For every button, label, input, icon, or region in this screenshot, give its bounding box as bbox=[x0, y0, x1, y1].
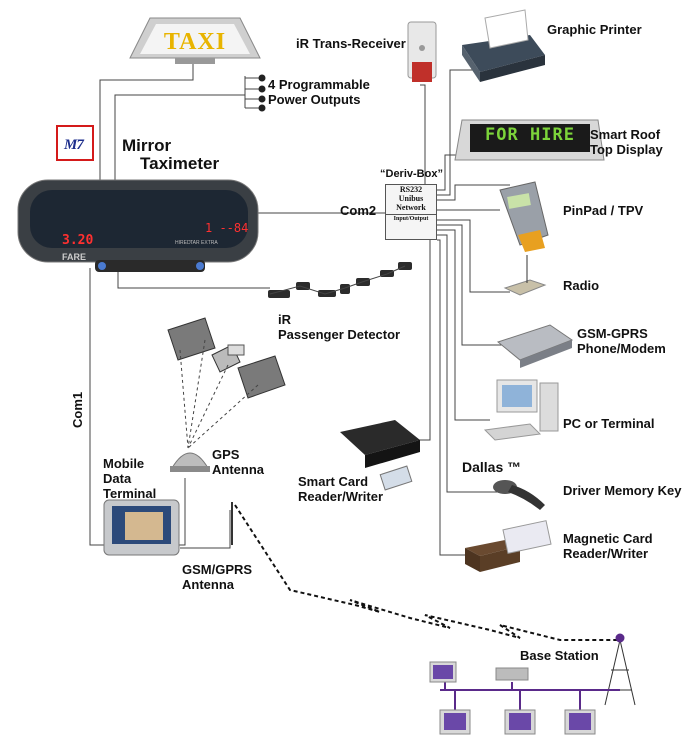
smart-card-label: Smart Card Reader/Writer bbox=[298, 474, 383, 504]
pc-terminal-label: PC or Terminal bbox=[563, 416, 655, 431]
mobile-data-terminal-label: Mobile Data Terminal bbox=[103, 456, 156, 501]
smart-card-reader-icon bbox=[340, 420, 420, 491]
base-station-tower-icon bbox=[604, 633, 636, 706]
smart-roof-line2: Top Display bbox=[590, 142, 663, 157]
deriv-line1: RS232 bbox=[399, 185, 423, 194]
driver-memory-key-label: Driver Memory Key bbox=[563, 483, 682, 498]
ir-passenger-line2: Passenger Detector bbox=[278, 327, 401, 342]
mirror-fare-label: FARE bbox=[62, 252, 87, 262]
graphic-printer-icon bbox=[462, 9, 545, 82]
smart-card-line2: Reader/Writer bbox=[298, 489, 384, 504]
magnetic-card-reader-icon bbox=[465, 520, 552, 572]
graphic-printer-label: Graphic Printer bbox=[547, 22, 642, 37]
pc-terminal-icon bbox=[483, 379, 559, 441]
gsm-modem-line2: Phone/Modem bbox=[577, 341, 666, 356]
gps-antenna-line1: GPS bbox=[212, 447, 240, 462]
mirror-taximeter-label: Mirror Taximeter bbox=[122, 137, 219, 173]
gsm-antenna-line2: Antenna bbox=[182, 577, 234, 592]
smart-roof-display-icon bbox=[454, 119, 605, 161]
ir-trans-receiver-icon bbox=[407, 21, 437, 82]
company-logo: M7 bbox=[56, 125, 94, 161]
gsm-antenna-line1: GSM/GPRS bbox=[182, 562, 253, 577]
mdt-line3: Terminal bbox=[103, 486, 157, 501]
mirror-line1: Mirror bbox=[122, 136, 172, 155]
power-outputs-label: 4 Programmable Power Outputs bbox=[268, 77, 370, 107]
ir-passenger-line1: iR bbox=[278, 312, 291, 327]
gsm-modem-line1: GSM-GPRS bbox=[577, 326, 648, 341]
mobile-data-terminal-icon bbox=[103, 499, 180, 556]
pinpad-label: PinPad / TPV bbox=[563, 203, 644, 218]
power-outputs-line2: Power Outputs bbox=[268, 92, 361, 107]
ir-passenger-detector-icon bbox=[268, 262, 412, 298]
radio-label: Radio bbox=[563, 278, 600, 293]
mirror-right-readout: 1 --84 bbox=[205, 221, 249, 235]
mdt-line2: Data bbox=[103, 471, 132, 486]
pinpad-icon bbox=[499, 181, 549, 252]
gsm-modem-icon bbox=[496, 324, 574, 368]
magnetic-card-line2: Reader/Writer bbox=[563, 546, 649, 561]
magnetic-card-line1: Magnetic Card bbox=[563, 531, 653, 546]
base-station-label: Base Station bbox=[520, 648, 599, 663]
gps-antenna-label: GPS Antenna bbox=[212, 447, 264, 477]
com2-label: Com2 bbox=[340, 203, 377, 218]
gsm-modem-label: GSM-GPRS Phone/Modem bbox=[577, 326, 666, 356]
deriv-box-title: “Deriv-Box” bbox=[380, 168, 443, 180]
mirror-taximeter-icon bbox=[17, 179, 259, 272]
power-outputs-line1: 4 Programmable bbox=[268, 77, 370, 92]
radio-icon bbox=[503, 255, 547, 296]
gps-satellites-icon bbox=[167, 317, 286, 399]
driver-memory-key-icon bbox=[493, 480, 545, 510]
magnetic-card-label: Magnetic Card Reader/Writer bbox=[563, 531, 653, 561]
mdt-line1: Mobile bbox=[103, 456, 145, 471]
deriv-box: RS232 Unibus Network Input/Output bbox=[385, 184, 437, 240]
smart-roof-line1: Smart Roof bbox=[590, 127, 661, 142]
smart-card-line1: Smart Card bbox=[298, 474, 369, 489]
roof-display-text: FOR HIRE bbox=[485, 125, 575, 145]
mirror-tariff-label: TAR EXTRA bbox=[190, 240, 218, 246]
taxi-sign-icon bbox=[129, 17, 261, 64]
ir-trans-receiver-label: iR Trans-Receiver bbox=[296, 36, 406, 51]
taxi-sign-text: TAXI bbox=[163, 29, 227, 55]
mirror-hired-label: HIRED bbox=[175, 240, 191, 246]
deriv-line3: Network bbox=[396, 203, 426, 212]
deriv-line2: Unibus bbox=[398, 194, 424, 203]
dallas-label: Dallas ™ bbox=[462, 459, 522, 475]
ir-passenger-detector-label: iR Passenger Detector bbox=[278, 312, 400, 342]
gps-antenna-line2: Antenna bbox=[212, 462, 264, 477]
mirror-line2: Taximeter bbox=[140, 154, 220, 173]
gps-antenna-icon bbox=[170, 452, 210, 472]
mirror-fare-value: 3.20 bbox=[62, 233, 94, 248]
base-station-computers-icon bbox=[429, 661, 596, 735]
com1-label: Com1 bbox=[70, 391, 85, 428]
deriv-line4: Input/Output bbox=[386, 214, 436, 224]
radio-link bbox=[234, 504, 620, 641]
gsm-antenna-label: GSM/GPRS Antenna bbox=[182, 562, 252, 592]
smart-roof-label: Smart Roof Top Display bbox=[590, 127, 663, 157]
